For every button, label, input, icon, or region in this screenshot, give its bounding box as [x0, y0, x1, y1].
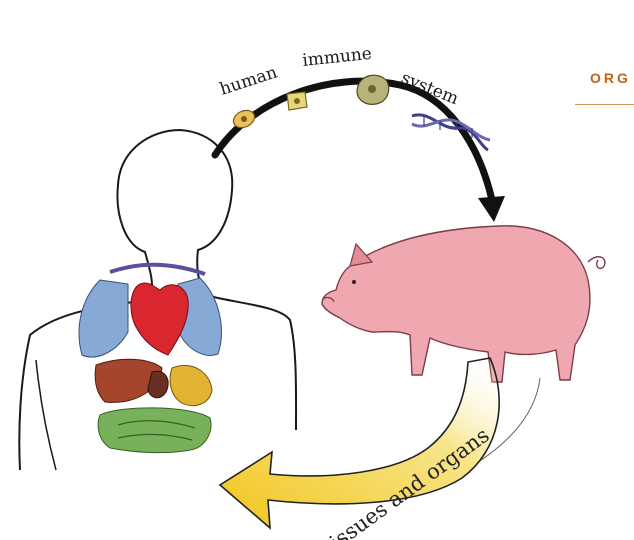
stomach-icon: [170, 365, 212, 405]
intestines-icon: [98, 408, 211, 453]
transfer-arc: [215, 81, 505, 222]
arc-arrowhead-icon: [478, 196, 505, 222]
pig-icon: [322, 226, 605, 382]
pig-tail-icon: [588, 257, 605, 269]
pig-eye-icon: [352, 280, 356, 284]
dna-helix-icon: [412, 115, 490, 150]
heart-icon: [131, 283, 188, 355]
label-human: human: [217, 62, 279, 99]
left-lung-icon: [79, 280, 128, 357]
kidney-icon: [148, 371, 168, 398]
organs-group: [79, 265, 221, 453]
label-immune: immune: [301, 44, 372, 71]
vessel-icon: [110, 265, 205, 274]
label-system: system: [398, 68, 461, 109]
